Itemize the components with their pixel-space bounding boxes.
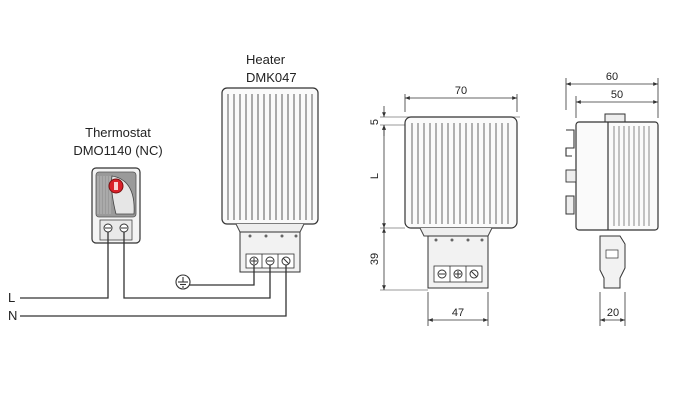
side-view-dimensions [565,78,659,326]
wiring [20,232,287,317]
dim-body-length: L [369,173,381,179]
side-view [565,113,659,289]
wire-l-to-thermostat [20,232,109,299]
heater-wiring-view: Heater DMK047 [221,52,319,273]
heater-model: DMK047 [246,70,297,85]
dim-front-width: 70 [455,85,467,97]
wire-n-to-heater [20,265,287,317]
din-clip-top [565,129,575,157]
side-view-body [575,121,659,231]
thermostat: Thermostat DMO1140 (NC) [73,125,163,244]
heater-name: Heater [246,52,286,67]
wire-ground [183,265,255,286]
dim-terminal-width: 47 [452,307,464,319]
dim-side-width-total: 60 [606,71,618,83]
line-label-l: L [8,290,15,305]
thermostat-model: DMO1140 (NC) [73,143,162,158]
dim-terminal-height: 39 [369,253,381,265]
front-view-body [404,116,518,229]
din-clip-bottom [565,195,575,215]
ground-symbol [175,274,191,290]
front-view-dimensions [380,94,520,326]
side-view-terminal [599,235,626,289]
dim-side-width-inner: 50 [611,89,623,101]
dim-top-gap: 5 [369,119,381,125]
thermostat-name: Thermostat [85,125,151,140]
line-label-n: N [8,308,17,323]
wire-thermostat-to-heater [123,232,271,299]
dim-side-clip-width: 20 [607,307,619,319]
front-view [404,116,518,289]
